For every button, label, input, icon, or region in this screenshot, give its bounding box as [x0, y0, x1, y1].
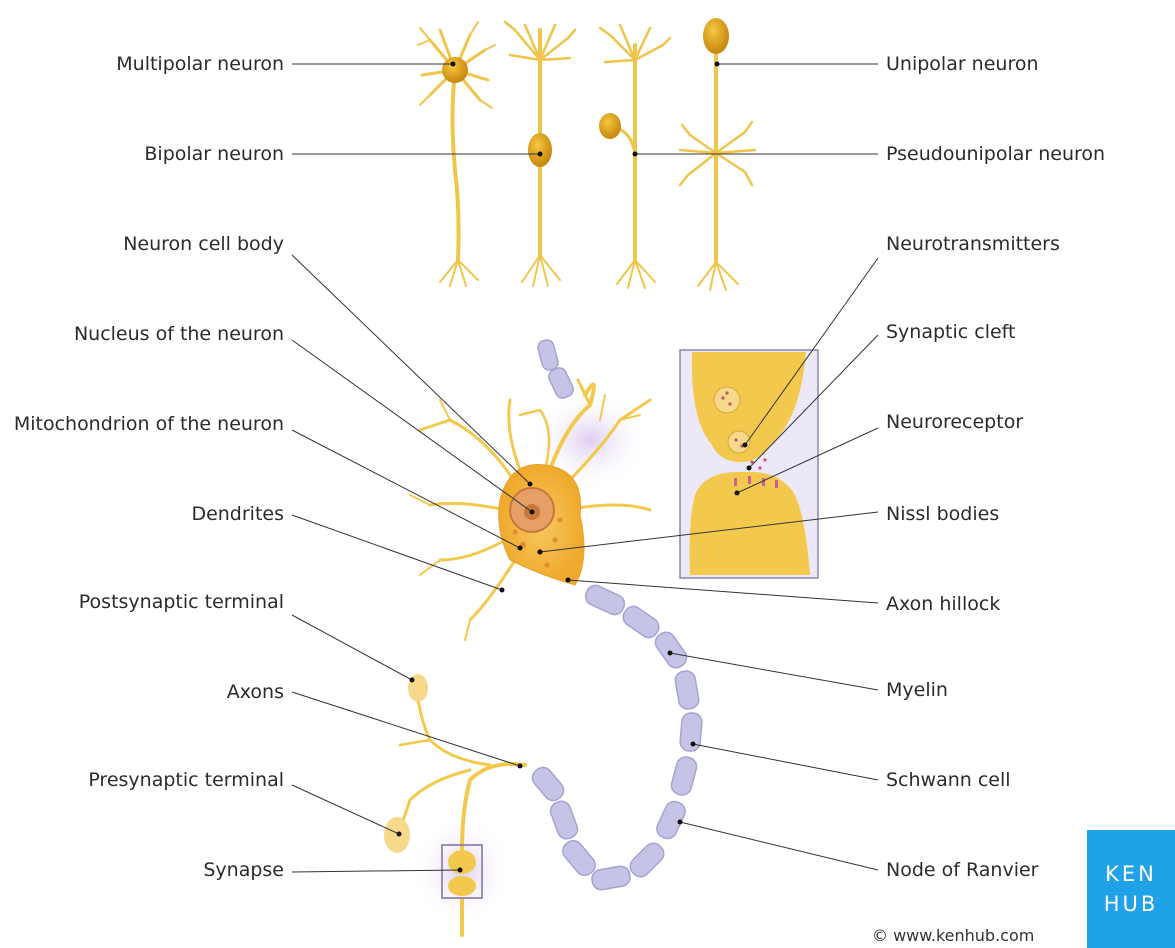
- label-nucleus: Nucleus of the neuron: [74, 322, 284, 346]
- label-unipolar-neuron: Unipolar neuron: [886, 52, 1039, 76]
- label-axon-hillock: Axon hillock: [886, 592, 1000, 616]
- label-bipolar-neuron: Bipolar neuron: [144, 142, 284, 166]
- label-axons: Axons: [227, 680, 284, 704]
- label-synaptic-cleft: Synaptic cleft: [886, 320, 1015, 344]
- label-nissl-bodies: Nissl bodies: [886, 502, 999, 526]
- label-presynaptic-terminal: Presynaptic terminal: [88, 768, 284, 792]
- label-neuroreceptor: Neuroreceptor: [886, 410, 1023, 434]
- main-neuron-figure: [384, 338, 703, 935]
- label-multipolar-neuron: Multipolar neuron: [116, 52, 284, 76]
- label-schwann-cell: Schwann cell: [886, 768, 1011, 792]
- logo-line-1: KEN: [1105, 859, 1157, 889]
- synapse-inset: [680, 350, 818, 578]
- label-neurotransmitters: Neurotransmitters: [886, 232, 1060, 256]
- logo-line-2: HUB: [1104, 889, 1159, 919]
- label-dendrites: Dendrites: [191, 502, 284, 526]
- kenhub-logo: KEN HUB: [1087, 830, 1175, 948]
- label-pseudounipolar-neuron: Pseudounipolar neuron: [886, 142, 1105, 166]
- label-neuron-cell-body: Neuron cell body: [123, 232, 284, 256]
- label-postsynaptic-terminal: Postsynaptic terminal: [79, 590, 284, 614]
- label-node-of-ranvier: Node of Ranvier: [886, 858, 1038, 882]
- copyright-text: © www.kenhub.com: [872, 926, 1034, 945]
- pseudounipolar-neuron-figure: [599, 25, 670, 288]
- label-synapse: Synapse: [203, 858, 284, 882]
- label-myelin: Myelin: [886, 678, 948, 702]
- label-mitochondrion: Mitochondrion of the neuron: [14, 412, 284, 436]
